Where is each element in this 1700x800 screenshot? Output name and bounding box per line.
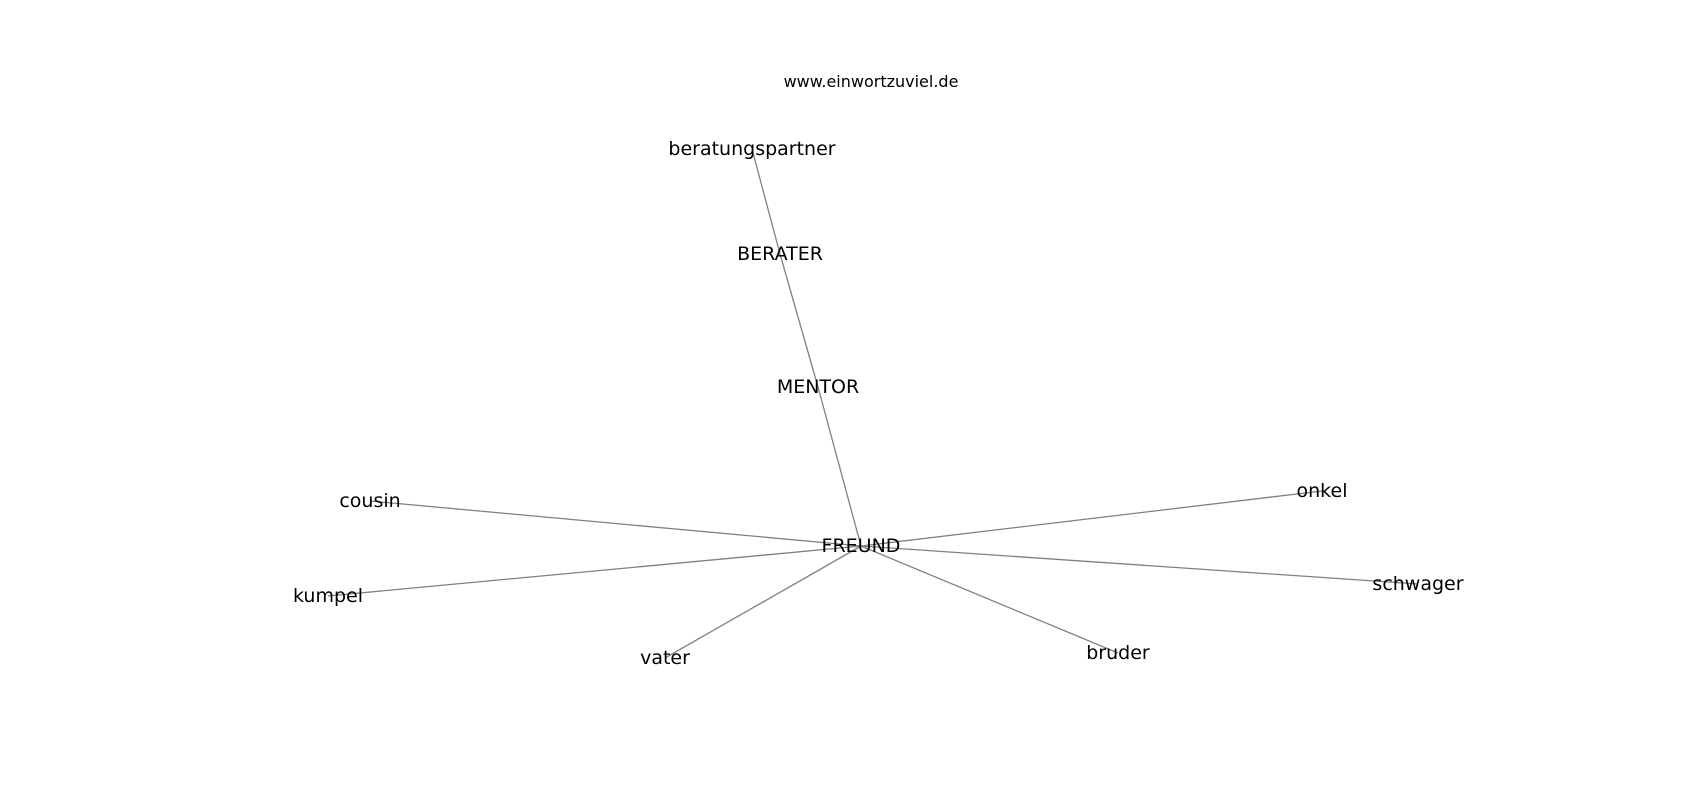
node-berater: BERATER [737, 243, 823, 265]
edge-freund-vater [664, 545, 862, 659]
edge-freund-onkel [860, 490, 1323, 547]
node-vater: vater [640, 647, 690, 669]
node-cousin: cousin [339, 490, 400, 512]
node-beratungspartner: beratungspartner [668, 138, 835, 160]
edge-freund-kumpel [327, 545, 862, 597]
node-mentor: MENTOR [777, 376, 859, 398]
site-url-label: www.einwortzuviel.de [783, 72, 959, 91]
edge-freund-cousin [369, 500, 862, 547]
edge-mentor-freund [817, 386, 862, 547]
edges-layer [327, 148, 1419, 659]
edge-beratungspartner-berater [751, 148, 781, 255]
edge-freund-bruder [860, 545, 1119, 654]
edge-freund-schwager [860, 545, 1419, 585]
node-onkel: onkel [1297, 480, 1348, 502]
node-bruder: bruder [1086, 642, 1150, 664]
node-kumpel: kumpel [293, 585, 363, 607]
node-freund: FREUND [822, 535, 901, 557]
node-schwager: schwager [1372, 573, 1463, 595]
edge-berater-mentor [779, 253, 819, 388]
